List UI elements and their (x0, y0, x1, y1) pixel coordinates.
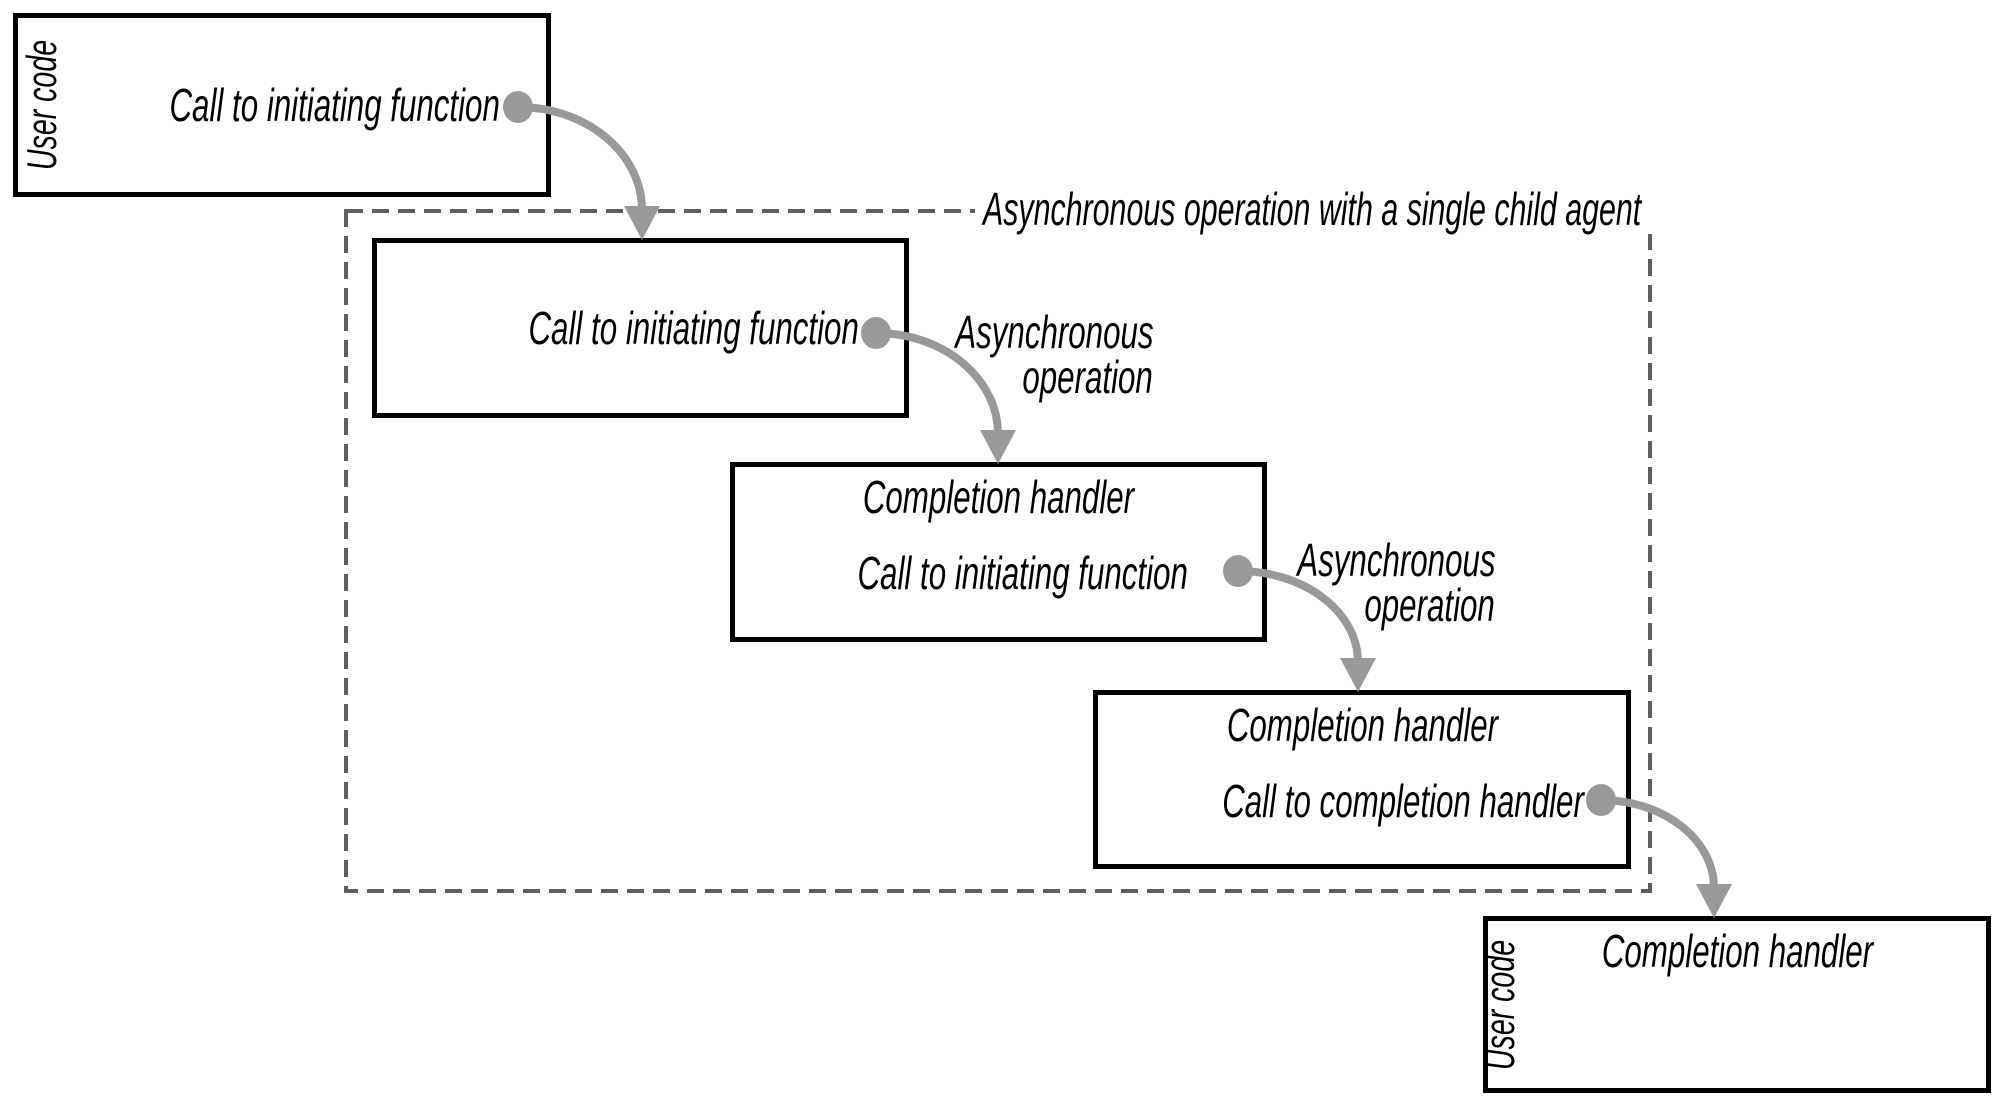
arrowhead-down-icon (1340, 658, 1376, 692)
call-line: Call to completion handler (1052, 775, 1584, 827)
call-to-initiating-function-text: Call to initiating function (169, 78, 500, 131)
call-line: Call to initiating function (373, 301, 859, 354)
completion-handler-title: Completion handler (735, 471, 1262, 523)
label-line: Asynchronous (1296, 534, 1495, 586)
call-to-initiating-function-text: Call to initiating function (528, 301, 859, 354)
dashed-group-title: Asynchronous operation with a single chi… (975, 183, 1989, 235)
label-line: operation (1364, 579, 1495, 631)
completion-handler-text: Completion handler (1226, 699, 1498, 751)
label-line: operation (1022, 351, 1153, 403)
box-initiating-function: Call to initiating function (372, 238, 909, 418)
async-operation-label-2: Asynchronous operation (1204, 534, 1495, 631)
box-user-code-bottom: User code Completion handler (1476, 916, 1991, 1093)
label-line: Asynchronous (954, 306, 1153, 358)
arrowhead-down-icon (980, 430, 1016, 464)
completion-handler-title: Completion handler (1488, 925, 1986, 977)
call-line: Call to initiating function (702, 547, 1188, 599)
box-completion-handler-1: Completion handler Call to initiating fu… (730, 462, 1267, 642)
completion-handler-text: Completion handler (862, 471, 1135, 523)
call-to-initiating-function-text: Call to initiating function (857, 547, 1188, 599)
async-operation-label-1: Asynchronous operation (862, 306, 1153, 403)
dashed-group-title-text: Asynchronous operation with a single chi… (983, 183, 1642, 235)
arrowhead-down-icon (1696, 884, 1732, 918)
completion-handler-text: Completion handler (1601, 925, 1873, 977)
call-to-completion-handler-text: Call to completion handler (1222, 775, 1584, 827)
arrowhead-down-icon (624, 206, 660, 240)
box-completion-handler-2: Completion handler Call to completion ha… (1093, 690, 1631, 869)
call-line: Call to initiating function (14, 78, 500, 131)
completion-handler-title: Completion handler (1098, 699, 1626, 751)
box-user-code-top: User code Call to initiating function (13, 13, 551, 197)
